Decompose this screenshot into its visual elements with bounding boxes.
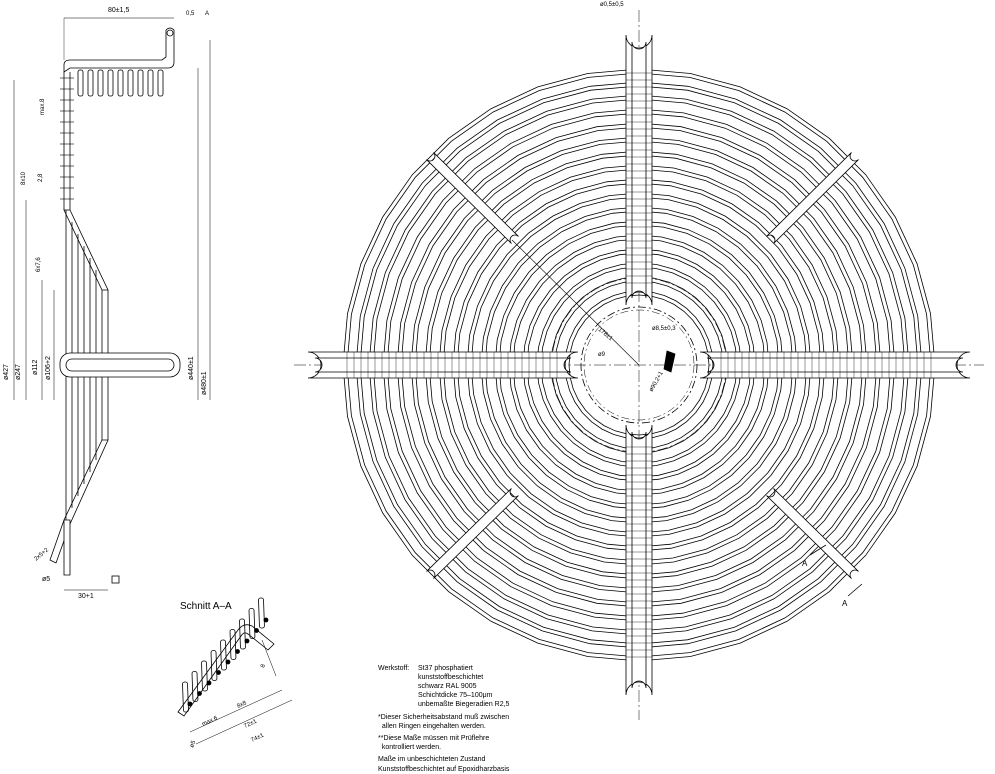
section-arrow xyxy=(847,583,863,597)
strut-diag-bl xyxy=(426,488,519,579)
material-label: Werkstoff: xyxy=(378,665,410,672)
dim-slot: ø8,5±0,3 xyxy=(652,326,676,332)
dim-d247: ø247 xyxy=(15,364,22,380)
strut-diag-tl xyxy=(426,152,519,244)
comb-tooth xyxy=(127,69,134,97)
section-tooth xyxy=(239,618,246,650)
top-hook xyxy=(63,27,175,73)
dim-line xyxy=(189,689,283,733)
section-ring-dot xyxy=(244,638,250,644)
section-ring-dot xyxy=(235,649,240,654)
comb-tooth xyxy=(147,69,154,97)
strut-diag-tr xyxy=(766,152,859,244)
dim-center-dia: ø90,2+1 xyxy=(649,370,666,393)
strut-bottom-slot xyxy=(631,431,647,689)
section-tooth xyxy=(201,660,208,692)
dim-max8: max.8 xyxy=(40,98,46,115)
section-aa-view xyxy=(177,597,293,745)
hook-hole xyxy=(166,29,174,37)
sec-dim-total: 74±1 xyxy=(250,732,265,743)
section-ring-dot xyxy=(206,680,212,686)
strut-top-slot xyxy=(631,41,647,299)
section-ring-dot xyxy=(187,701,193,707)
hub-bar xyxy=(59,352,181,378)
section-ring-dot xyxy=(216,670,221,675)
section-arrow xyxy=(809,544,827,556)
dim-mount-radius: 178±1 xyxy=(597,327,614,343)
side-view-profile xyxy=(13,17,211,591)
comb-tooth xyxy=(137,69,144,97)
section-tooth xyxy=(210,650,218,681)
section-ring-dot xyxy=(263,617,269,623)
strut-right-slot xyxy=(706,357,964,373)
sec-dim-max: max.6 xyxy=(201,715,219,728)
dim-ref-a: A xyxy=(205,11,209,17)
dim-bottom-depth: 30+1 xyxy=(78,593,94,600)
section-tooth xyxy=(248,608,256,639)
dim-hole: ø9 xyxy=(598,352,606,358)
comb-tooth xyxy=(97,69,104,97)
section-frame xyxy=(177,624,275,717)
material-line: kunststoffbeschichtet xyxy=(418,674,484,681)
material-line: Schichtdicke 75–100μm xyxy=(418,692,493,699)
sec-dim-pitch: 8x8 xyxy=(236,700,248,710)
note-gauge-check: **Diese Maße müssen mit Prüflehre kontro… xyxy=(378,735,490,751)
dim-d106: ø106+2 xyxy=(45,356,52,380)
sec-dim-ring: 8 xyxy=(260,663,267,669)
note-coating: Kunststoffbeschichtet auf Epoxidharzbasi… xyxy=(378,766,510,773)
material-line: unbemaßte Biegeradien R2,5 xyxy=(418,701,510,708)
section-tooth xyxy=(220,639,227,671)
section-tooth xyxy=(182,681,189,713)
material-line: schwarz RAL 9005 xyxy=(418,683,477,690)
datum-box xyxy=(111,575,120,584)
note-safety-distance: *Dieser Sicherheitsabstand muß zwischen … xyxy=(378,714,510,730)
dim-tol-top: 0,5 xyxy=(186,11,195,17)
dim-d112: ø112 xyxy=(32,359,39,375)
section-tooth xyxy=(229,629,237,660)
dim-top-tol: ø0,5±0,5 xyxy=(600,2,624,8)
dim-top-width: 80±1,5 xyxy=(108,7,129,14)
section-ring-dot xyxy=(197,691,202,696)
mount-hole-mark xyxy=(663,350,676,373)
comb-tooth xyxy=(87,69,94,97)
sec-dim-left: ø5 xyxy=(189,739,197,748)
section-tooth xyxy=(258,597,265,629)
section-marker-upper: A xyxy=(802,559,808,568)
dim-outer: ø480±1 xyxy=(201,371,208,395)
comb-tooth xyxy=(77,69,84,97)
material-notes: Werkstoff: St37 phosphatiert kunststoffb… xyxy=(378,664,608,774)
bracket-upper xyxy=(63,209,109,291)
strut-left-slot xyxy=(314,357,572,373)
sec-dim-span: 72±1 xyxy=(243,718,258,729)
dim-line xyxy=(195,699,293,745)
dim-foot: 2x5+2 xyxy=(33,547,50,563)
dim-left-offset: ø5 xyxy=(42,576,50,583)
comb-tooth xyxy=(117,69,124,97)
dim-frame: ø440±1 xyxy=(188,356,195,380)
dim-ring-6x7: 6x7,6 xyxy=(36,257,42,272)
note-uncoated: Maße im unbeschichteten Zustand xyxy=(378,756,486,763)
dim-d427: ø427 xyxy=(3,364,10,380)
section-marker-lower: A xyxy=(842,599,848,608)
material-line: St37 phosphatiert xyxy=(418,665,473,672)
bottom-leg xyxy=(63,519,71,576)
dim-ring-8x10: 8x10 xyxy=(21,171,27,185)
comb-tooth xyxy=(107,69,114,97)
bracket-lower xyxy=(49,439,109,564)
section-aa-title: Schnitt A–A xyxy=(180,601,232,612)
front-view-fan-guard xyxy=(294,10,984,720)
comb-tooth xyxy=(157,69,164,97)
dim-line xyxy=(261,639,277,677)
dim-w2: 2,8 xyxy=(38,173,44,182)
section-ring-dot xyxy=(254,628,259,633)
hub-slot xyxy=(65,358,175,372)
radius-leader xyxy=(511,239,640,366)
section-tooth xyxy=(191,671,199,702)
section-ring-dot xyxy=(225,659,231,665)
